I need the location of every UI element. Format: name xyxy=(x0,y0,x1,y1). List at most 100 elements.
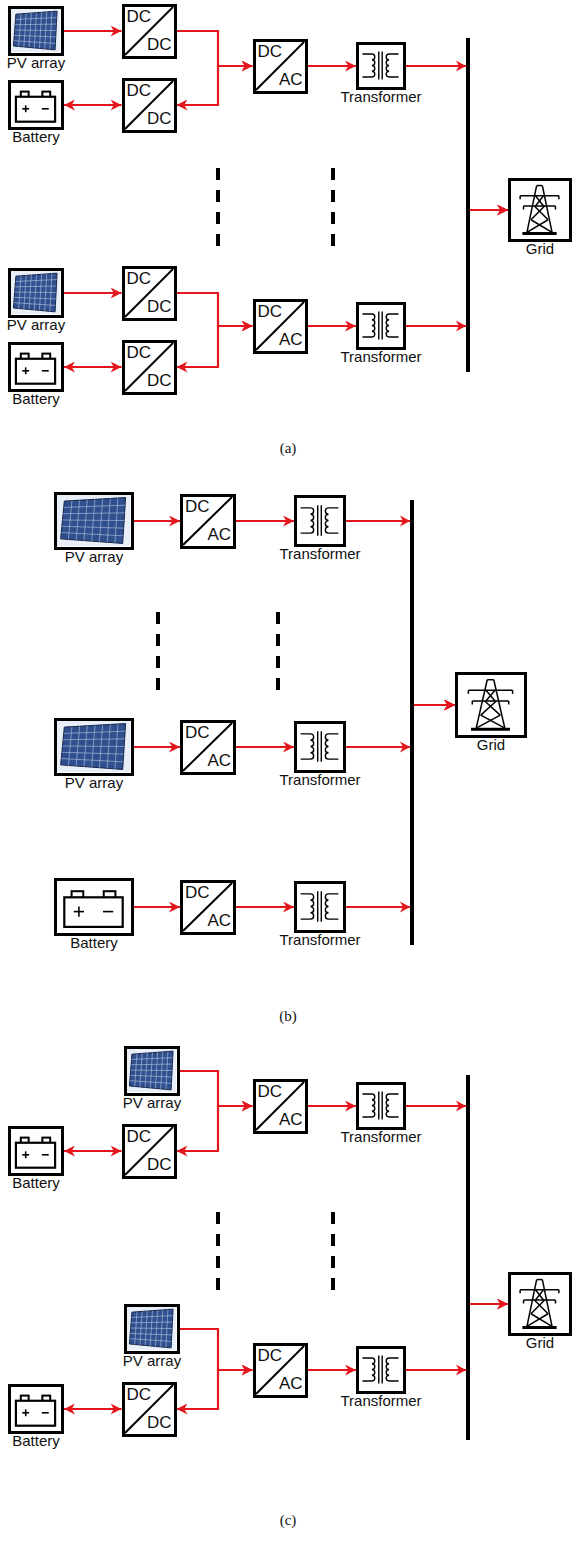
component-label: PV array xyxy=(7,55,65,72)
component-label: PV array xyxy=(65,775,123,792)
transformer-icon xyxy=(359,1085,403,1127)
pylon-strut xyxy=(536,196,544,206)
pv-cell-line xyxy=(155,1310,157,1346)
power-flow-arrow xyxy=(236,746,294,748)
pylon-strut xyxy=(481,715,505,728)
pv-background xyxy=(11,9,60,52)
pylon-strut xyxy=(520,195,559,197)
power-flow-arrow xyxy=(64,1150,122,1152)
power-flow-arrow xyxy=(134,520,180,522)
transformer-icon xyxy=(297,498,343,544)
converter-label: DC xyxy=(185,724,210,743)
converter-label: DC xyxy=(127,270,152,289)
grid-icon: Grid xyxy=(508,178,572,242)
component-label: PV array xyxy=(65,549,123,566)
battery-icon xyxy=(57,881,131,933)
pylon-strut xyxy=(524,1299,556,1301)
power-flow-arrow xyxy=(308,325,357,327)
component-label: Transformer xyxy=(340,1129,421,1146)
pylon-strut xyxy=(558,1290,560,1293)
transformer-core xyxy=(317,505,318,536)
transformer-icon: Transformer xyxy=(294,495,346,547)
pylon-strut xyxy=(527,186,537,233)
component-label: Transformer xyxy=(340,89,421,106)
bus-arrow-head xyxy=(456,1365,466,1376)
power-flow-arrow xyxy=(406,66,508,210)
minus-sign xyxy=(103,911,113,913)
pv-array-icon xyxy=(11,9,61,53)
pylon-strut xyxy=(537,185,543,187)
pylon-strut xyxy=(481,701,497,715)
plus-sign xyxy=(25,1151,27,1158)
converter-label: DC xyxy=(127,1128,152,1147)
converter-diagonal xyxy=(125,7,173,55)
ellipsis-dashes xyxy=(216,1212,220,1290)
minus-sign xyxy=(42,1154,49,1156)
power-flow-arrow xyxy=(180,1071,253,1106)
converter-box: DCDC xyxy=(122,340,177,395)
transformer-icon xyxy=(297,884,343,930)
power-flow-arrow xyxy=(308,1369,357,1371)
bus-arrow-head xyxy=(456,61,466,72)
converter-label: AC xyxy=(279,71,303,90)
power-flow-arrow xyxy=(177,326,253,367)
pv-cell-line xyxy=(19,276,21,309)
power-flow-arrow xyxy=(64,1408,122,1410)
pylon-strut xyxy=(468,690,512,692)
ac-bus xyxy=(410,500,414,945)
converter-box: DC AC xyxy=(180,720,236,775)
converter-box: DCDC xyxy=(122,1382,177,1437)
converter-label: DC xyxy=(127,8,152,27)
pv-array-icon: PV array xyxy=(8,6,64,56)
grid-icon xyxy=(511,181,569,239)
transformer-icon xyxy=(297,724,343,770)
pv-cell-line xyxy=(84,500,87,541)
ellipsis-dashes xyxy=(156,612,160,692)
battery-body xyxy=(16,1143,55,1168)
component-label: Transformer xyxy=(340,349,421,366)
panel-caption: (c) xyxy=(280,1512,297,1529)
pv-array-icon: PV array xyxy=(54,492,134,550)
battery-icon xyxy=(11,1387,61,1431)
converter-box: DCAC xyxy=(253,299,308,354)
transformer-icon xyxy=(359,305,403,347)
power-flow-arrow xyxy=(406,210,508,326)
battery-icon: Battery xyxy=(8,1384,64,1434)
converter-label: DC xyxy=(258,1347,283,1366)
converter-box: DCAC xyxy=(253,1079,308,1134)
pv-background xyxy=(127,1307,176,1350)
component-label: PV array xyxy=(123,1353,181,1370)
ellipsis-dashes xyxy=(216,168,220,248)
power-flow-arrow xyxy=(308,65,357,67)
pylon-strut xyxy=(531,220,552,233)
plus-sign xyxy=(78,906,80,916)
component-label: Transformer xyxy=(340,1393,421,1410)
power-flow-arrow xyxy=(177,31,253,66)
battery-icon: Battery xyxy=(8,1126,64,1176)
pv-cell-line xyxy=(34,275,36,310)
transformer-core xyxy=(382,312,383,340)
transformer-icon: Transformer xyxy=(294,721,346,773)
converter-label: AC xyxy=(207,752,231,771)
pylon-strut xyxy=(527,220,548,233)
pylon-strut xyxy=(520,1289,559,1291)
pv-cell-line xyxy=(115,724,118,769)
pylon-strut xyxy=(522,232,556,235)
power-flow-arrow xyxy=(346,705,455,907)
pv-cell-line xyxy=(140,1053,142,1087)
pv-array-icon xyxy=(127,1307,177,1351)
power-flow-arrow xyxy=(134,746,180,748)
pylon-strut xyxy=(524,205,556,207)
plus-sign xyxy=(25,367,27,374)
pv-panel xyxy=(13,11,57,50)
minus-sign xyxy=(42,370,49,372)
component-label: Battery xyxy=(12,1433,60,1450)
converter-diagonal xyxy=(125,343,173,391)
pv-cell-line xyxy=(19,14,21,47)
pylon-strut xyxy=(476,715,500,728)
transformer-core xyxy=(317,731,318,762)
pv-panel xyxy=(61,724,126,770)
pylon-strut xyxy=(468,690,470,694)
transformer-icon: Transformer xyxy=(356,1082,406,1130)
converter-label: DC xyxy=(185,884,210,903)
